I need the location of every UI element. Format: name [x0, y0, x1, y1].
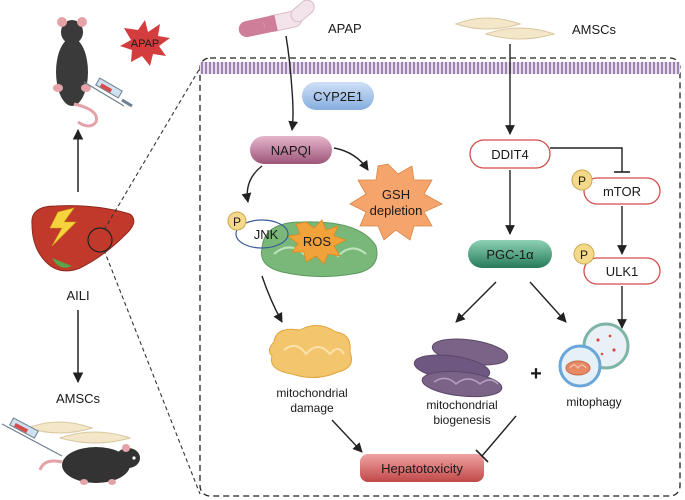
arrow-pgc-to-mitophagy — [529, 281, 567, 323]
cell-boundary — [199, 57, 681, 497]
syringe-top-icon — [83, 77, 133, 108]
ddit4-node — [469, 139, 551, 169]
jnk-phospho-badge — [227, 211, 247, 231]
mouse-bottom-icon — [38, 444, 140, 485]
zoom-line-bottom — [103, 249, 201, 495]
pill-icon — [238, 0, 315, 38]
lightning-icon — [49, 207, 77, 247]
apap-badge-label: APAP — [131, 38, 160, 50]
mtor-node — [583, 177, 661, 205]
plus-sign: + — [530, 363, 542, 385]
ros-node — [287, 219, 348, 265]
arrow-jnk-to-damage — [261, 275, 283, 323]
zoom-line-top — [103, 67, 201, 231]
mitophagy-icon — [558, 322, 630, 388]
ulk1-p-label: P — [580, 248, 588, 262]
mito-bio-label-line2: biogenesis — [433, 413, 490, 427]
napqi-label: NAPQI — [271, 143, 311, 158]
cyp2e1-label: CYP2E1 — [313, 89, 363, 104]
biogenesis-mitochondria-icon — [413, 338, 509, 398]
jnk-p-label: P — [233, 215, 241, 229]
amscs-left-label: AMSCs — [56, 391, 101, 406]
mitophagy-label: mitophagy — [566, 395, 621, 409]
amscs-top-label: AMSCs — [572, 22, 617, 37]
arrow-napqi-to-jnk — [241, 165, 263, 203]
gsh-label-line2: depletion — [370, 203, 423, 218]
cyp2e1-node — [302, 82, 374, 110]
mouse-top-icon — [53, 17, 99, 128]
ulk1-label: ULK1 — [606, 264, 639, 279]
gsh-depletion-node — [349, 163, 443, 241]
apap-badge: APAP — [120, 20, 170, 66]
arrow-apap-to-napqi — [285, 35, 299, 131]
aili-label: AILI — [66, 288, 89, 303]
mtor-p-label: P — [578, 174, 586, 188]
mtor-label: mTOR — [603, 184, 641, 199]
inhibit-ddit4-to-mtor — [550, 147, 623, 172]
mito-bio-label-line1: mitochondrial — [426, 398, 497, 412]
apap-top-label: APAP — [328, 21, 362, 36]
liver-icon — [31, 205, 135, 272]
pgc1a-node — [468, 240, 552, 268]
damaged-mitochondrion-icon — [268, 325, 352, 378]
mito-damage-label-line1: mitochondrial — [276, 386, 347, 400]
hepatotoxicity-node — [360, 454, 484, 482]
napqi-node — [250, 136, 332, 164]
syringe-bottom-icon — [1, 417, 63, 457]
ulk1-phospho-badge — [573, 243, 595, 265]
ulk1-node — [583, 257, 661, 285]
amsc-cells-left-icon — [26, 421, 132, 444]
jnk-label: JNK — [254, 227, 279, 242]
ros-label: ROS — [303, 234, 332, 249]
cell-membrane — [200, 62, 680, 74]
arrow-damage-to-hep — [331, 419, 363, 453]
hepatotoxicity-label: Hepatotoxicity — [381, 461, 463, 476]
arrow-napqi-to-gsh — [333, 147, 369, 171]
arrow-pgc-to-biogenesis — [455, 281, 497, 323]
mito-damage-label-line2: damage — [290, 401, 334, 415]
jnk-node — [235, 219, 289, 249]
gsh-label-line1: GSH — [382, 187, 410, 202]
pgc1a-label: PGC-1α — [486, 247, 534, 262]
mtor-phospho-badge — [571, 169, 593, 191]
inhibit-biogenesis-to-hep — [481, 415, 517, 457]
amsc-cells-top-icon — [454, 17, 556, 40]
ddit4-label: DDIT4 — [491, 147, 529, 162]
